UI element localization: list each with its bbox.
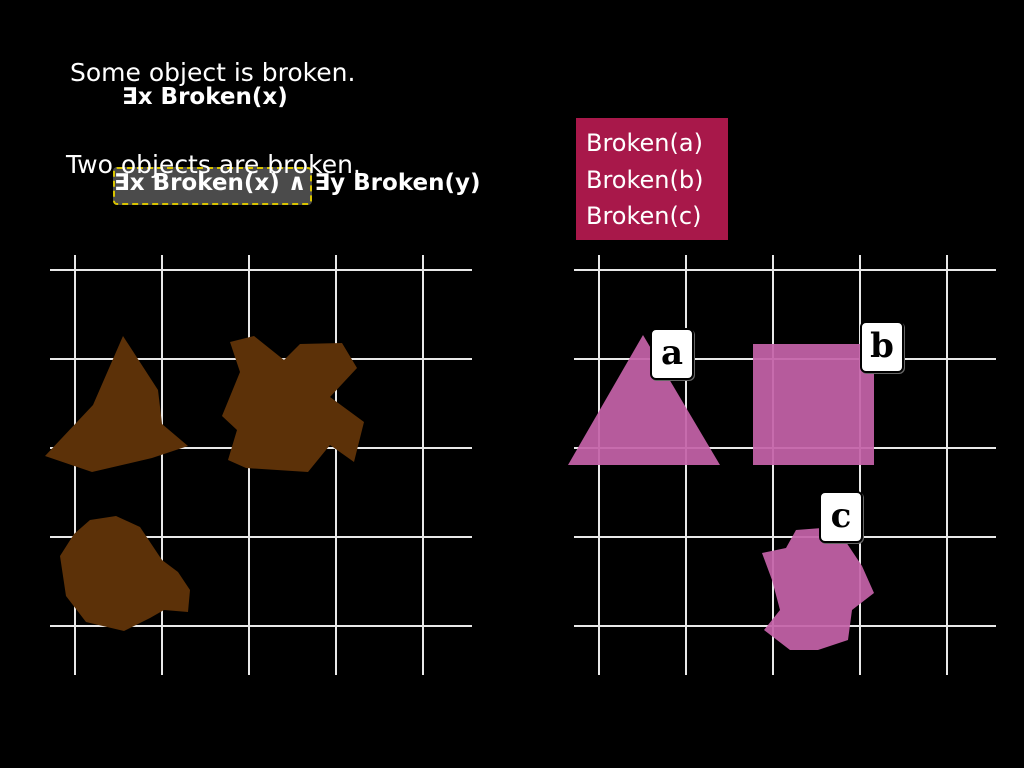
object-a-triangle bbox=[568, 335, 720, 465]
label-c: c bbox=[819, 491, 863, 543]
fact-broken-a: Broken(a) bbox=[586, 129, 703, 157]
fact-broken-c: Broken(c) bbox=[586, 202, 702, 230]
statement-two-objects-broken: Two objects are broken. bbox=[66, 150, 361, 179]
fact-broken-b: Broken(b) bbox=[586, 165, 704, 194]
broken-blob-shape bbox=[60, 516, 190, 631]
object-c-blob bbox=[762, 528, 874, 650]
broken-cross-shape bbox=[222, 336, 364, 472]
highlight-box bbox=[113, 167, 312, 205]
broken-triangle-shape bbox=[45, 336, 188, 472]
formula-two-objects: ∃x Broken(x) ∧ ∃y Broken(y) bbox=[114, 170, 481, 196]
formula-second-part: ∧ ∃y Broken(y) bbox=[279, 170, 481, 196]
formula-exists-x-broken: ∃x Broken(x) bbox=[122, 84, 288, 110]
object-b-square bbox=[753, 344, 874, 465]
label-b: b bbox=[860, 321, 904, 373]
formula-highlighted-part: ∃x Broken(x) bbox=[114, 170, 280, 196]
facts-box: Broken(a) Broken(b) Broken(c) bbox=[576, 118, 728, 240]
statement-some-object-broken: Some object is broken. bbox=[70, 58, 356, 87]
label-a: a bbox=[650, 328, 694, 380]
